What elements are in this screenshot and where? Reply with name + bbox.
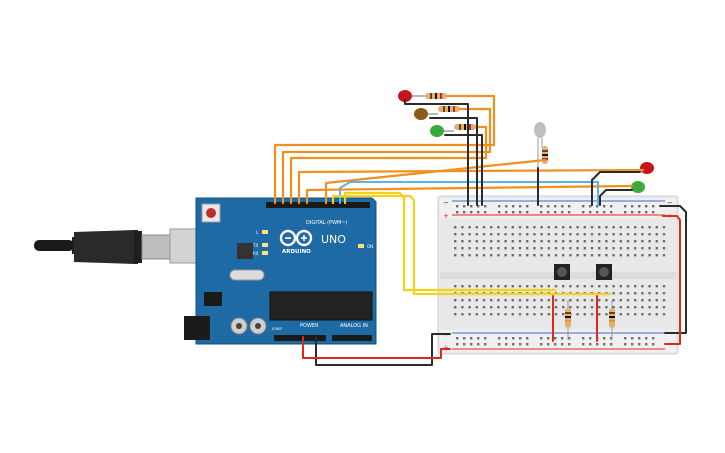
- ioref-label: IOREF: [272, 327, 282, 331]
- l-label: L: [256, 230, 259, 235]
- tx-label: TX: [252, 243, 258, 248]
- resistor-6[interactable]: [609, 300, 615, 340]
- on-label: ON: [367, 244, 373, 249]
- wire-black-6[interactable]: [599, 189, 633, 206]
- resistor-1[interactable]: [425, 93, 447, 99]
- rail-plus-label-top: +: [443, 212, 449, 220]
- rail-minus-label-top: −: [443, 199, 449, 207]
- digital-label: DIGITAL (PWM~): [306, 220, 348, 226]
- led-red-right[interactable]: [640, 162, 654, 174]
- wire-orange-4[interactable]: [297, 168, 645, 205]
- wire-yellow-2[interactable]: [331, 194, 612, 296]
- wire-black-2[interactable]: [429, 117, 478, 206]
- resistor-2[interactable]: [438, 106, 460, 112]
- arduino-logo-icon: [279, 229, 313, 247]
- board-model: UNO: [321, 233, 346, 246]
- led-orange[interactable]: [414, 108, 438, 120]
- wire-red-5v[interactable]: [302, 336, 451, 359]
- wire-black-5[interactable]: [591, 171, 641, 206]
- led-green-top[interactable]: [430, 125, 454, 137]
- push-button-2[interactable]: [596, 264, 612, 280]
- wire-red-rail[interactable]: [662, 215, 681, 345]
- power-label: POWER: [300, 323, 319, 329]
- board-brand: ARDUINO: [282, 249, 311, 255]
- wire-black-1[interactable]: [404, 99, 469, 206]
- wire-orange-3[interactable]: [289, 125, 488, 205]
- wires: [273, 94, 687, 366]
- wire-orange-6[interactable]: [324, 158, 547, 205]
- rail-minus-label-top-right: −: [667, 199, 673, 207]
- atmega-chip: [269, 291, 373, 321]
- push-button-1[interactable]: [554, 264, 570, 280]
- wire-orange-5[interactable]: [305, 184, 634, 205]
- led-red-top[interactable]: [398, 90, 425, 102]
- rx-label: RX: [253, 251, 259, 256]
- led-white[interactable]: [534, 122, 546, 168]
- resistor-5[interactable]: [565, 300, 571, 340]
- usb-cable[interactable]: [34, 228, 197, 264]
- wire-black-gnd[interactable]: [315, 333, 451, 366]
- resistor-3[interactable]: [454, 124, 476, 130]
- led-green-right[interactable]: [631, 181, 645, 193]
- wire-black-3[interactable]: [444, 134, 483, 206]
- wire-orange-2[interactable]: [281, 107, 492, 205]
- arduino-uno-board[interactable]: UNO ARDUINO DIGITAL (PWM~) POWER ANALOG …: [184, 197, 377, 345]
- wire-orange-1[interactable]: [273, 94, 496, 205]
- digital-header[interactable]: [266, 202, 370, 208]
- analog-header[interactable]: [332, 335, 372, 341]
- power-jack[interactable]: [184, 316, 210, 340]
- analog-label: ANALOG IN: [340, 323, 368, 329]
- power-header[interactable]: [274, 335, 326, 341]
- wire-blue[interactable]: [339, 181, 599, 206]
